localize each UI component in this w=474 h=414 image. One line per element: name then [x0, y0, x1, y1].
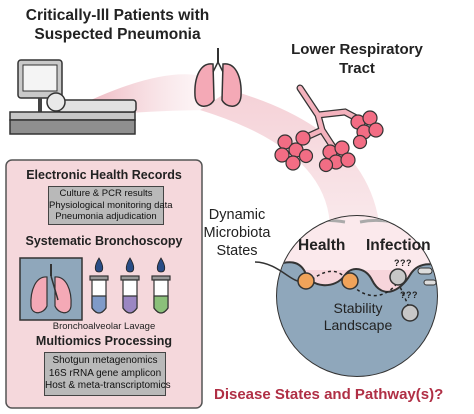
infection-state-ball: [389, 268, 407, 286]
infection-label: Infection: [366, 237, 431, 254]
multiomics-item: Shotgun metagenomics: [52, 355, 158, 366]
multiomics-box: Shotgun metagenomics 16S rRNA gene ampli…: [44, 352, 171, 396]
multiomics-item: 16S rRNA gene amplicon: [48, 367, 162, 379]
transition-state-ball: [341, 272, 359, 290]
lungs-icon: [194, 48, 242, 107]
ehr-heading: Electronic Health Records: [26, 168, 182, 182]
bronchoscopy-lungs-icon: [19, 257, 83, 321]
lrt-line-2: Tract: [339, 60, 375, 77]
droplet-icons: [94, 257, 166, 273]
title-line-2: Suspected Pneumonia: [34, 26, 201, 43]
ehr-item: Culture & PCR results: [59, 188, 153, 199]
test-tube-icons: [89, 275, 171, 314]
stability-landscape-label: Stability Landscape: [318, 300, 398, 334]
bal-caption: Bronchoalveolar Lavage: [52, 321, 156, 332]
dyn-line-3: States: [216, 243, 258, 259]
stab-line-2: Landscape: [323, 317, 393, 333]
dyn-line-1: Dynamic: [208, 207, 266, 223]
question-marks-upper: ? ? ?: [394, 258, 411, 268]
multiomics-heading: Multiomics Processing: [35, 334, 173, 348]
disease-states-label: Disease States and Pathway(s)?: [214, 386, 444, 403]
bacteria-icon: [417, 267, 437, 286]
lrt-line-1: Lower Respiratory: [291, 41, 423, 58]
figure-title: Critically-Ill Patients with Suspected P…: [10, 6, 225, 44]
question-marks-lower: ? ? ?: [400, 290, 417, 300]
ehr-item: Physiological monitoring data: [49, 199, 173, 211]
disease-state-ball: [401, 304, 419, 322]
bronchoscopy-heading: Systematic Bronchoscopy: [25, 234, 183, 248]
arc-to-landscape: [200, 90, 380, 230]
ehr-box: Culture & PCR results Physiological moni…: [48, 186, 173, 225]
workflow-panel: Electronic Health Records Culture & PCR …: [6, 160, 202, 408]
ehr-item: Pneumonia adjudication: [55, 211, 157, 222]
dynamic-microbiota-label: Dynamic Microbiota States: [192, 206, 282, 260]
health-label: Health: [298, 237, 346, 254]
dyn-line-2: Microbiota: [203, 225, 271, 241]
lower-respiratory-tract-label: Lower Respiratory Tract: [262, 40, 452, 78]
alveoli-icon: [274, 84, 384, 173]
landscape-circle: [254, 215, 438, 377]
patient-bed-icon: [9, 59, 137, 135]
stab-line-1: Stability: [333, 300, 383, 316]
health-state-ball: [297, 272, 315, 290]
title-line-1: Critically-Ill Patients with: [25, 7, 210, 24]
multiomics-item: Host & meta-transcriptomics: [45, 380, 171, 391]
